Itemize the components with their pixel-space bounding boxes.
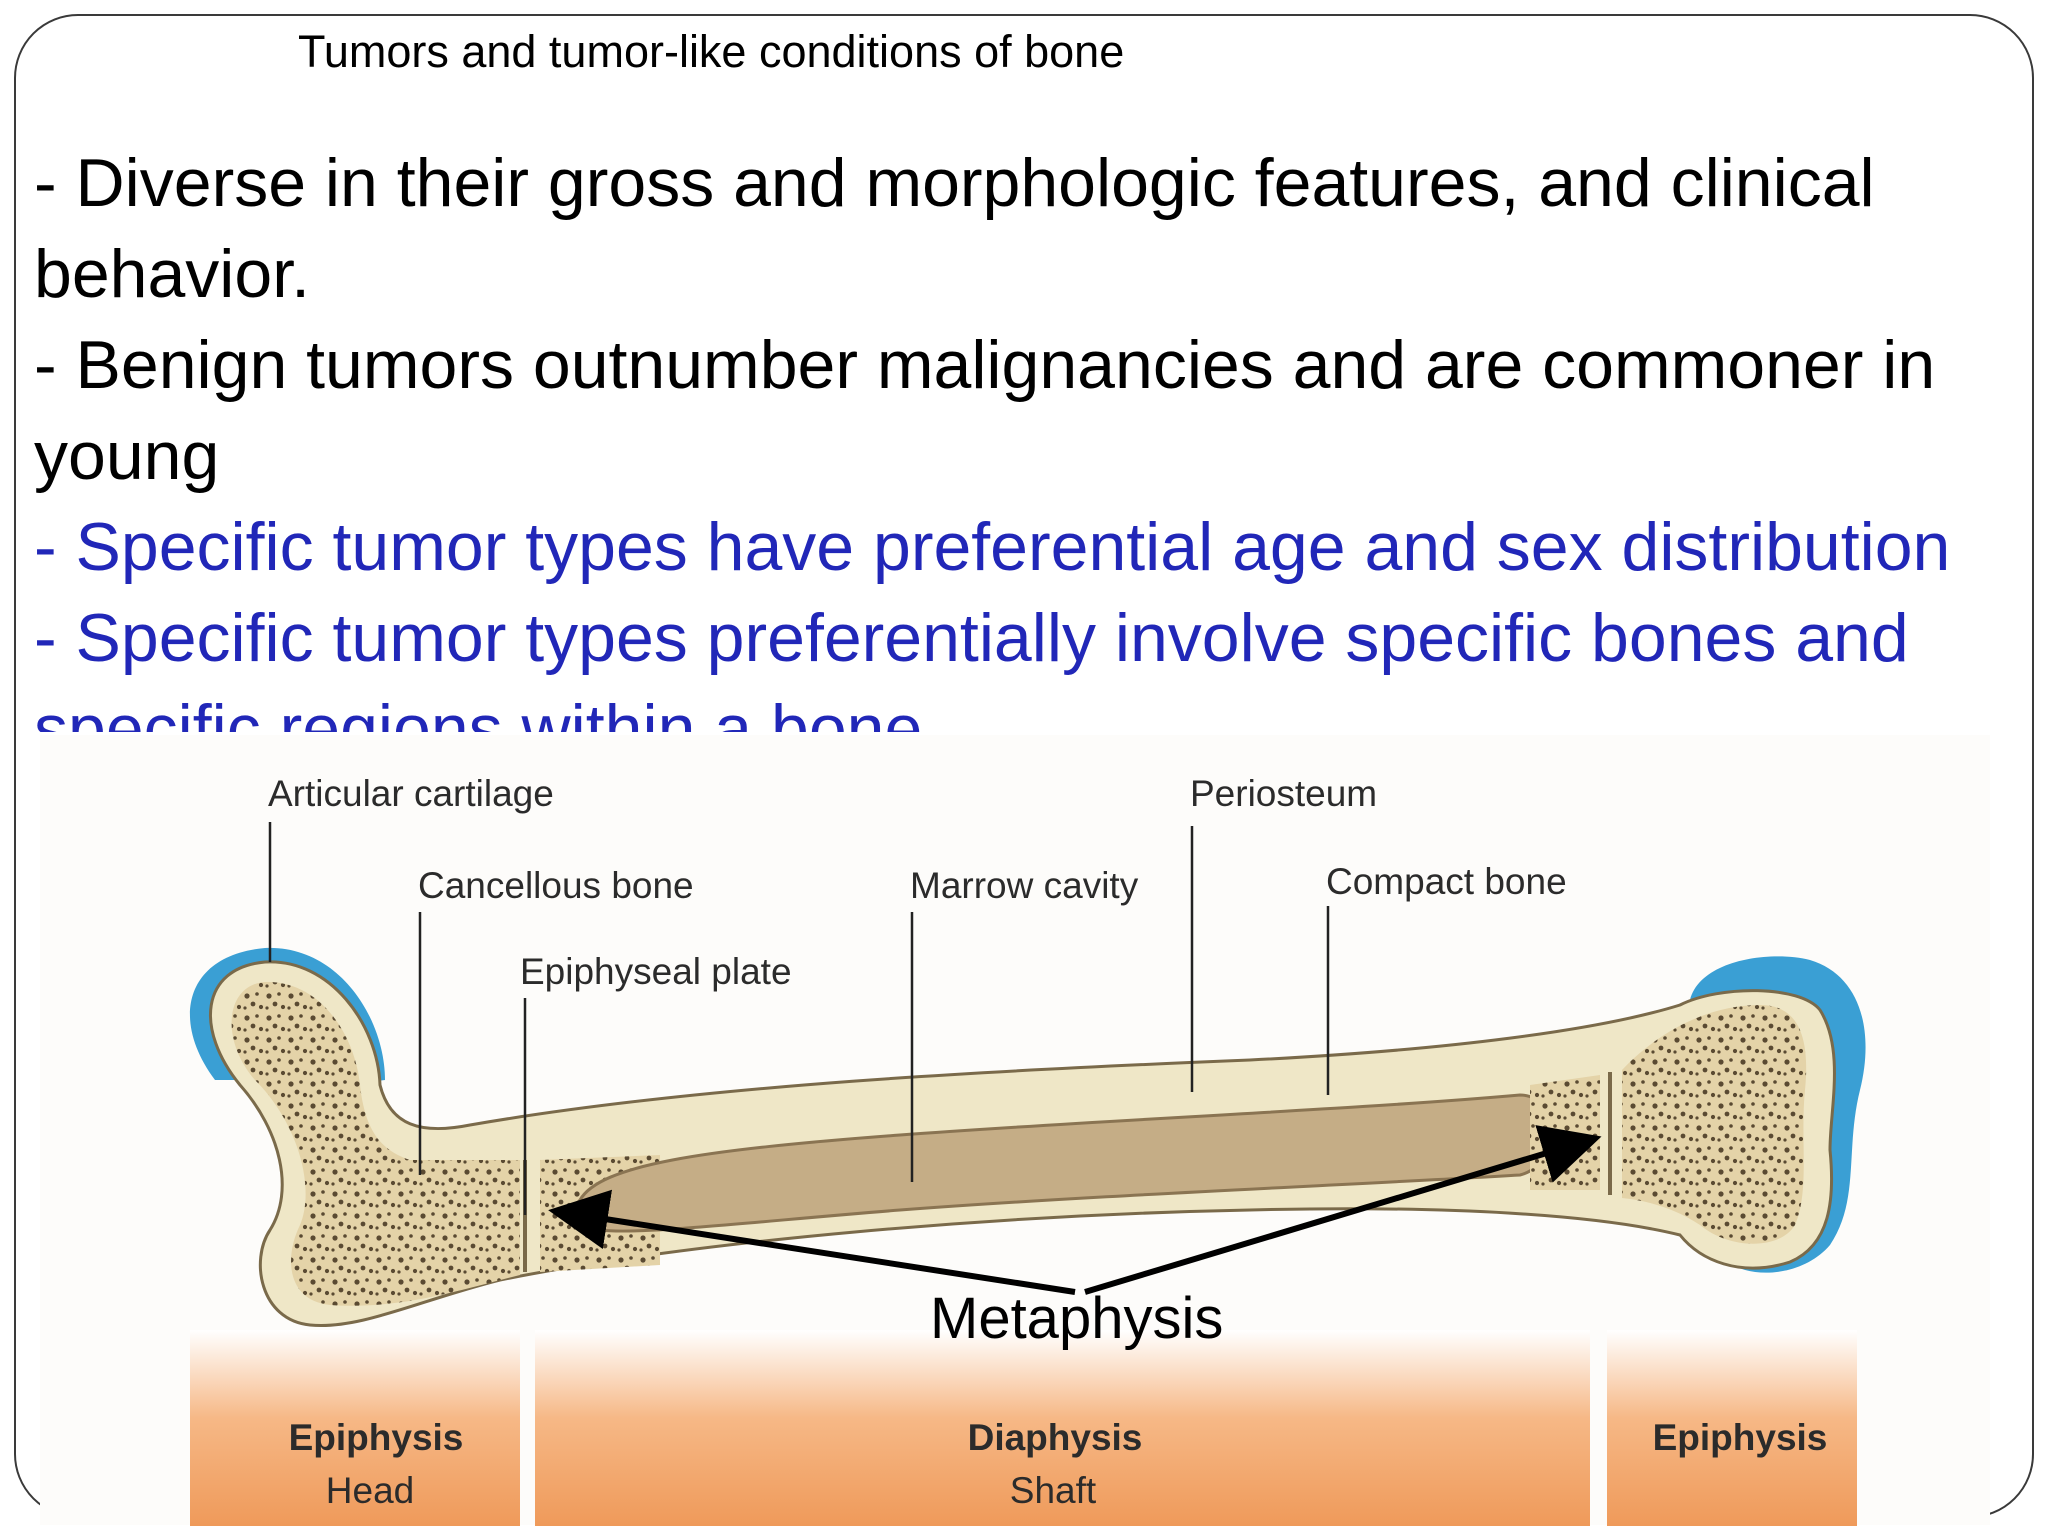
cancellous-bone-left: [231, 981, 521, 1306]
bullet-item: - Diverse in their gross and morphologic…: [34, 138, 2024, 320]
bullet-line: - Benign tumors outnumber malignancies a…: [34, 327, 1936, 403]
bullet-line: behavior.: [34, 236, 310, 312]
slide-title: Tumors and tumor-like conditions of bone: [298, 26, 1125, 77]
arrow-metaphysis-right: [1084, 1125, 1602, 1295]
bullet-item: - Specific tumor types preferentially in…: [34, 593, 2024, 732]
cancellous-bone-right: [1622, 1005, 1807, 1244]
band-label-epiphysis-left: Epiphysis: [289, 1417, 464, 1458]
label-marrow-cavity: Marrow cavity: [910, 865, 1139, 906]
band-label-epiphysis-right: Epiphysis: [1653, 1417, 1828, 1458]
label-compact-bone: Compact bone: [1326, 861, 1567, 902]
band-sublabel-head: Head: [326, 1470, 414, 1511]
band-epiphysis-left: [190, 1330, 520, 1526]
label-epiphyseal-plate: Epiphyseal plate: [520, 951, 792, 992]
bullet-line: - Diverse in their gross and morphologic…: [34, 145, 1875, 221]
metaphysis-right: [1530, 1075, 1600, 1190]
label-cancellous-bone: Cancellous bone: [418, 865, 694, 906]
band-sublabel-shaft: Shaft: [1010, 1470, 1097, 1511]
bullet-line: specific regions within a bone: [34, 691, 923, 732]
band-diaphysis: [535, 1330, 1590, 1526]
label-articular-cartilage: Articular cartilage: [268, 773, 554, 814]
bullet-line: young: [34, 418, 220, 494]
bullet-line: - Specific tumor types have preferential…: [34, 509, 1951, 585]
bullet-item: - Benign tumors outnumber malignancies a…: [34, 320, 2024, 502]
band-label-diaphysis: Diaphysis: [968, 1417, 1143, 1458]
bullet-line: - Specific tumor types preferentially in…: [34, 600, 1909, 676]
label-periosteum: Periosteum: [1190, 773, 1377, 814]
label-metaphysis: Metaphysis: [930, 1286, 1223, 1351]
band-epiphysis-right: [1607, 1330, 1857, 1526]
bullet-list: - Diverse in their gross and morphologic…: [34, 138, 2024, 732]
arrow-metaphysis-left: [548, 1189, 1076, 1295]
bullet-item: - Specific tumor types have preferential…: [34, 502, 2024, 593]
